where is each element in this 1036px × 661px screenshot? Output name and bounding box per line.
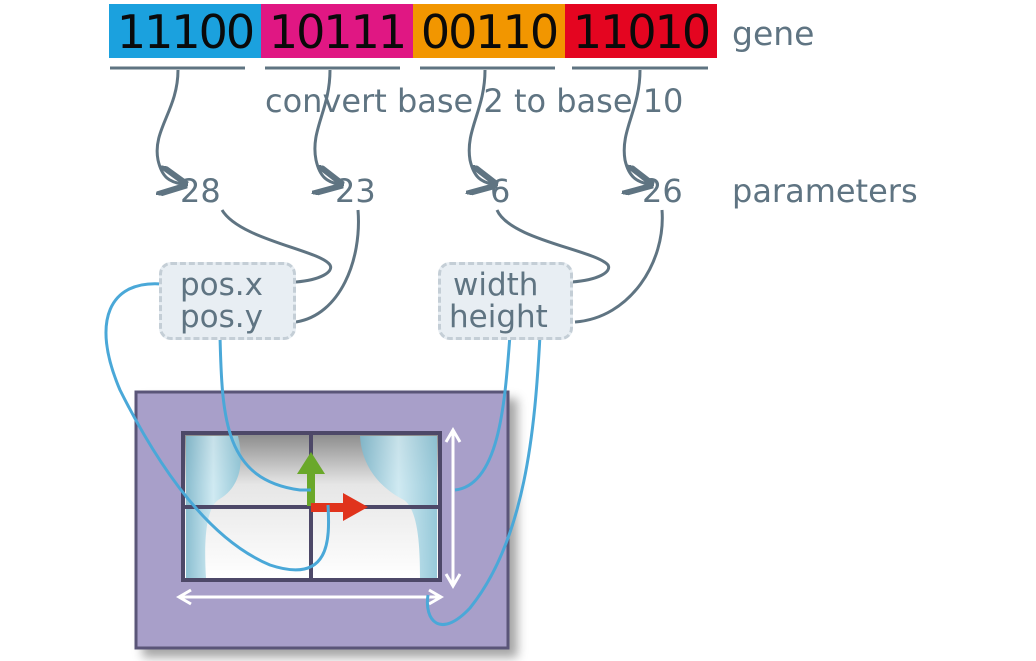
parameter-value-4: 26 [642, 172, 683, 210]
pos-x-label: pos.x [180, 267, 263, 303]
width-label: width [453, 267, 539, 303]
conversion-connectors [155, 69, 648, 184]
gene-label: gene [732, 14, 815, 53]
parameter-value-3: 6 [490, 172, 511, 210]
gene-segment-1: 11100 [109, 4, 261, 59]
window-illustration [134, 390, 510, 650]
mapping-connectors [104, 282, 542, 626]
gene-segment-3: 00110 [413, 4, 565, 59]
parameter-connectors [220, 209, 664, 324]
pos-y-label: pos.y [180, 299, 263, 335]
conversion-label: convert base 2 to base 10 [265, 82, 684, 120]
gene-segment-4: 11010 [565, 4, 717, 59]
position-box: pos.x pos.y [159, 262, 296, 340]
gene-segment-2: 10111 [261, 4, 413, 59]
height-label: height [449, 299, 548, 335]
parameter-value-1: 28 [180, 172, 221, 210]
parameter-value-2: 23 [335, 172, 376, 210]
size-box: width height [438, 262, 573, 340]
parameters-label: parameters [732, 172, 918, 210]
